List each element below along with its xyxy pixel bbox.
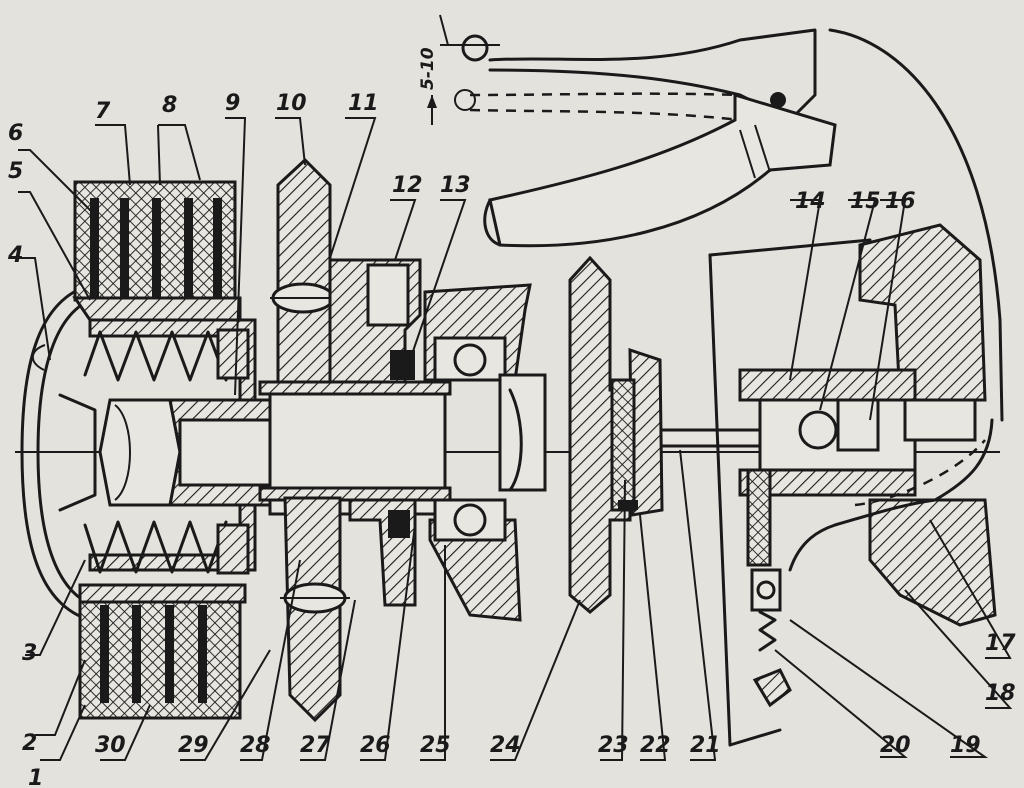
dimension-label: 5-10: [418, 47, 438, 90]
callout-25: 25: [420, 733, 451, 758]
housing-11-13: [328, 258, 422, 607]
callout-22: 22: [640, 733, 671, 758]
callout-2: 2: [22, 731, 37, 756]
callout-14: 14: [795, 189, 826, 214]
leader-lines: [18, 117, 1013, 761]
callout-21: 21: [690, 733, 721, 758]
callout-18: 18: [985, 681, 1016, 706]
callout-3: 3: [22, 641, 37, 666]
callout-5: 5: [8, 159, 23, 184]
callout-28: 28: [240, 733, 271, 758]
callout-24: 24: [490, 733, 521, 758]
callout-12: 12: [392, 173, 423, 198]
callout-19: 19: [950, 733, 981, 758]
clutch-housing: [20, 180, 272, 720]
callout-numbers: 1 2 3 4 5 6 7 8 9 10 11 12 13 14 15 16 1…: [7, 91, 1016, 788]
callout-10: 10: [276, 91, 307, 116]
callout-20: 20: [880, 733, 911, 758]
callout-8: 8: [162, 93, 177, 118]
crankcase-cover: [708, 223, 997, 747]
callout-30: 30: [95, 733, 126, 758]
callout-1: 1: [28, 766, 43, 788]
callout-9: 9: [225, 91, 240, 116]
callout-27: 27: [300, 733, 331, 758]
callout-13: 13: [440, 173, 471, 198]
callout-15: 15: [850, 189, 881, 214]
main-shaft: [258, 380, 452, 516]
driven-sprocket: [568, 255, 664, 614]
bearing-25: [423, 283, 547, 622]
callout-16: 16: [885, 189, 916, 214]
hand-lever: [454, 28, 1004, 422]
dimension-5-10: 5-10: [418, 14, 500, 125]
callout-29: 29: [178, 733, 209, 758]
callout-4: 4: [7, 243, 23, 268]
cable-adjuster: [746, 418, 994, 708]
callout-11: 11: [348, 91, 379, 116]
callout-6: 6: [8, 121, 23, 146]
callout-23: 23: [598, 733, 629, 758]
callout-7: 7: [95, 99, 111, 124]
callout-17: 17: [985, 631, 1016, 656]
callout-26: 26: [360, 733, 391, 758]
